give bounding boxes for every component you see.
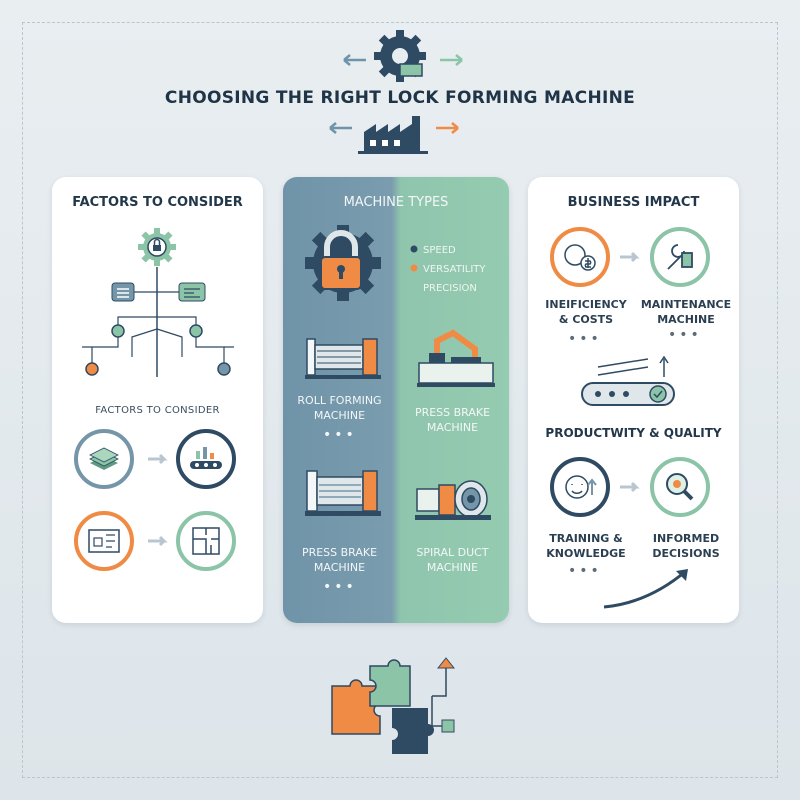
impact-label-maintenance: MAINTENANCE MACHINE <box>640 298 732 326</box>
machine-label-spiral-duct: SPIRAL DUCT MACHINE <box>416 546 489 574</box>
page-title: CHOOSING THE RIGHT LOCK FORMING MACHINE <box>164 88 636 108</box>
legend-versatility: VERSATILITY <box>423 264 486 275</box>
impact-top-icons <box>550 227 710 287</box>
factors-subtitle: FACTORS TO CONSIDER <box>95 405 220 416</box>
header-gear-icon <box>343 30 463 82</box>
business-impact-title: BUSINESS IMPACT <box>567 195 700 210</box>
impact-dots-3: ••• <box>568 563 602 579</box>
machine-types-card: MACHINE TYPES SPEED VERSATILITY PRECISIO… <box>283 177 509 623</box>
press-brake-machine-icon-2 <box>305 470 381 516</box>
machine-dots-1: ••• <box>323 427 357 443</box>
legend-speed: SPEED <box>423 245 456 256</box>
machine-label-roll-forming: ROLL FORMING MACHINE <box>297 394 382 422</box>
machine-label-press-brake-2: PRESS BRAKE MACHINE <box>301 546 378 574</box>
factors-icon-row <box>74 429 236 571</box>
roll-forming-machine-icon <box>305 338 381 379</box>
puzzle-icon <box>331 657 456 754</box>
business-impact-card: BUSINESS IMPACT INEIFICIENCY & COSTS MAI… <box>528 177 739 623</box>
legend-markers <box>410 245 418 272</box>
spiral-duct-machine-icon <box>415 480 491 520</box>
conveyor-icon <box>581 355 675 406</box>
impact-label-decisions: INFORMED DECISIONS <box>652 532 720 560</box>
lock-gear-icon <box>305 225 381 301</box>
press-brake-machine-icon <box>417 329 495 387</box>
impact-label-training: TRAINING & KNOWLEDGE <box>546 532 626 560</box>
growth-arrow-icon <box>603 569 688 609</box>
impact-dots-2: ••• <box>668 327 702 343</box>
machine-dots-2: ••• <box>323 579 357 595</box>
factors-card: FACTORS TO CONSIDER <box>52 177 263 623</box>
machine-label-press-brake-1: PRESS BRAKE MACHINE <box>414 406 491 434</box>
impact-label-inefficiency: INEIFICIENCY & COSTS <box>545 298 627 326</box>
dashed-frame <box>22 22 778 778</box>
factors-tree-diagram <box>82 228 234 377</box>
machine-types-title: MACHINE TYPES <box>343 195 449 210</box>
productivity-quality-title: PRODUCTWITY & QUALITY <box>545 426 722 440</box>
impact-bottom-icons <box>550 457 710 517</box>
legend-precision: PRECISION <box>423 283 477 294</box>
factors-card-title: FACTORS TO CONSIDER <box>72 195 243 210</box>
impact-dots-1: ••• <box>568 331 602 347</box>
factory-icon <box>329 116 459 154</box>
